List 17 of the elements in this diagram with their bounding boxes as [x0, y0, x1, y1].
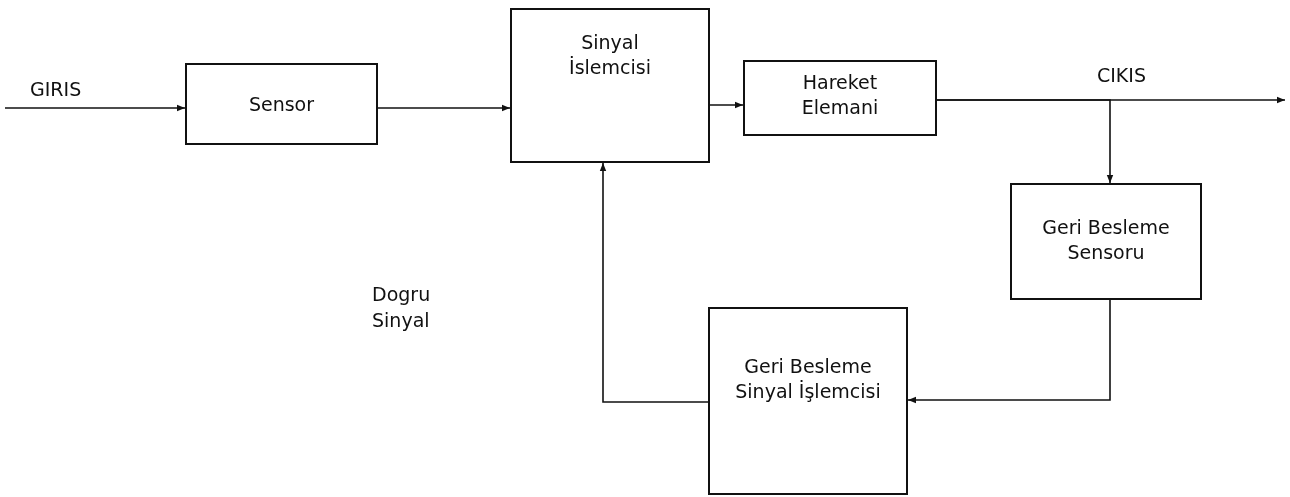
arrow: [936, 99, 1114, 184]
arrow: [907, 299, 1111, 404]
process-box: [1010, 183, 1202, 300]
process-box: [510, 8, 710, 163]
process-box: [708, 307, 908, 495]
arrow: [377, 104, 511, 112]
box-label: Sinyal İslemcisi: [568, 30, 652, 80]
box-label: Geri Besleme Sensoru: [1041, 215, 1171, 265]
box-label: Geri Besleme Sinyal İşlemcisi: [734, 354, 882, 404]
arrow: [4, 104, 186, 112]
process-box: [185, 63, 378, 145]
arrow: [599, 162, 709, 403]
signal-label: Dogru Sinyal: [372, 282, 432, 333]
box-label: Sensor: [247, 92, 316, 117]
box-label: Hareket Elemani: [800, 70, 880, 120]
process-box: [743, 60, 937, 136]
arrow: [709, 101, 744, 109]
